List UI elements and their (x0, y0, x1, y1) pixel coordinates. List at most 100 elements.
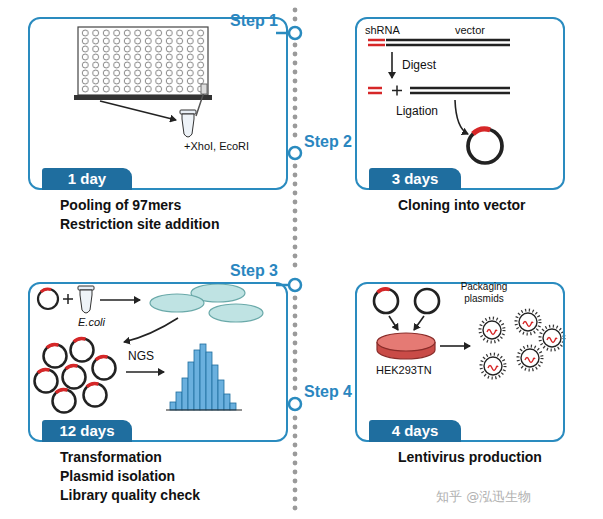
dotted-timeline (293, 61, 298, 66)
step-label: Step 1 (230, 12, 278, 30)
step-description: Pooling of 97mers (60, 197, 181, 213)
transformation-art (212, 365, 218, 410)
transformation-art (124, 318, 178, 342)
cloning-art (391, 52, 393, 78)
step-panel: Pooling of 97mersRestriction site additi… (28, 17, 288, 190)
lentivirus-art (389, 316, 398, 330)
lentivirus-art (540, 326, 564, 350)
dotted-timeline (293, 461, 298, 466)
transformation-art (224, 394, 230, 410)
duration-text: 12 days (42, 420, 132, 442)
cloning-art (392, 86, 402, 96)
dotted-timeline (293, 218, 298, 223)
dotted-timeline (293, 386, 298, 391)
dotted-timeline (293, 245, 298, 250)
plate-pooling-art (196, 92, 204, 116)
cloning-art (368, 87, 382, 90)
plate-pooling-art (180, 110, 196, 137)
transformation-art (35, 284, 264, 413)
plate-pooling-art (80, 29, 206, 93)
step-panel: Lentivirus production4 days (355, 282, 565, 442)
plate-pooling-art (74, 27, 212, 137)
dotted-timeline (293, 479, 298, 484)
transformation-art (100, 299, 140, 301)
transformation-art (170, 402, 176, 410)
dotted-timeline (293, 452, 298, 457)
step-panel: Cloning into vector3 days (355, 17, 565, 190)
dotted-timeline (293, 52, 298, 57)
transformation-art (150, 294, 204, 312)
transformation-art (188, 362, 194, 410)
dotted-timeline (293, 173, 298, 178)
lentivirus-art (518, 346, 542, 370)
dotted-timeline (293, 97, 298, 102)
duration-tab: 4 days (369, 420, 461, 442)
dotted-timeline (293, 488, 298, 493)
transformation-art (63, 294, 73, 304)
plate-pooling-art (201, 84, 207, 94)
dotted-timeline (293, 341, 298, 346)
cloning-art (368, 40, 510, 163)
step-markers (289, 147, 301, 159)
dotted-timeline (293, 164, 298, 169)
transformation-art (63, 366, 86, 389)
dotted-timeline (293, 305, 298, 310)
lentivirus-art (377, 333, 435, 351)
dotted-timeline (293, 416, 298, 421)
step-description: Plasmid isolation (60, 468, 175, 484)
process-label: Digest (402, 58, 436, 72)
cloning-art (455, 100, 468, 134)
dotted-timeline (293, 470, 298, 475)
transformation-art (170, 344, 236, 410)
plate-pooling-art (100, 101, 176, 120)
cloning-art (368, 39, 385, 42)
step-markers (289, 398, 301, 410)
duration-tab: 12 days (42, 420, 132, 442)
dotted-timeline (293, 314, 298, 319)
transformation-art (209, 304, 263, 322)
lentivirus-art (481, 354, 505, 378)
transformation-art (71, 339, 94, 362)
plate-pooling-art (78, 27, 208, 95)
transformation-art (93, 357, 116, 380)
transformation-art (200, 344, 206, 410)
transformation-art (84, 384, 107, 407)
transformation-art (53, 390, 76, 413)
transformation-art (78, 286, 94, 313)
step-markers (289, 279, 301, 291)
lentivirus-art (415, 289, 439, 313)
duration-text: 1 day (42, 168, 132, 190)
dotted-timeline (293, 377, 298, 382)
part-label: shRNA (365, 24, 400, 36)
dotted-timeline (293, 254, 298, 259)
process-label: NGS (128, 349, 154, 363)
cloning-art (386, 44, 510, 47)
dotted-timeline (293, 368, 298, 373)
dotted-timeline (293, 443, 298, 448)
dotted-timeline (293, 115, 298, 120)
process-label: Ligation (396, 104, 438, 118)
dotted-timeline (293, 8, 298, 13)
dotted-timeline (293, 43, 298, 48)
dotted-timeline (293, 70, 298, 75)
dotted-timeline (293, 296, 298, 301)
lentivirus-art (480, 318, 504, 342)
dotted-timeline (293, 263, 298, 268)
dotted-timeline (293, 332, 298, 337)
dotted-timeline (293, 506, 298, 511)
transformation-art (44, 345, 67, 368)
dotted-timeline (293, 133, 298, 138)
transformation-art (194, 350, 200, 410)
dotted-timeline (293, 425, 298, 430)
step-markers (289, 27, 301, 39)
transformation-art (218, 380, 224, 410)
dotted-timeline (293, 209, 298, 214)
dotted-timeline (293, 434, 298, 439)
dotted-timeline (293, 106, 298, 111)
reagent-label: +XhoI, EcoRI (184, 140, 249, 152)
lentivirus-art (414, 316, 424, 330)
dotted-timeline (293, 79, 298, 84)
watermark: 知乎 @泓迅生物 (436, 488, 531, 506)
step-panel: TransformationPlasmid isolationLibrary q… (28, 282, 288, 442)
